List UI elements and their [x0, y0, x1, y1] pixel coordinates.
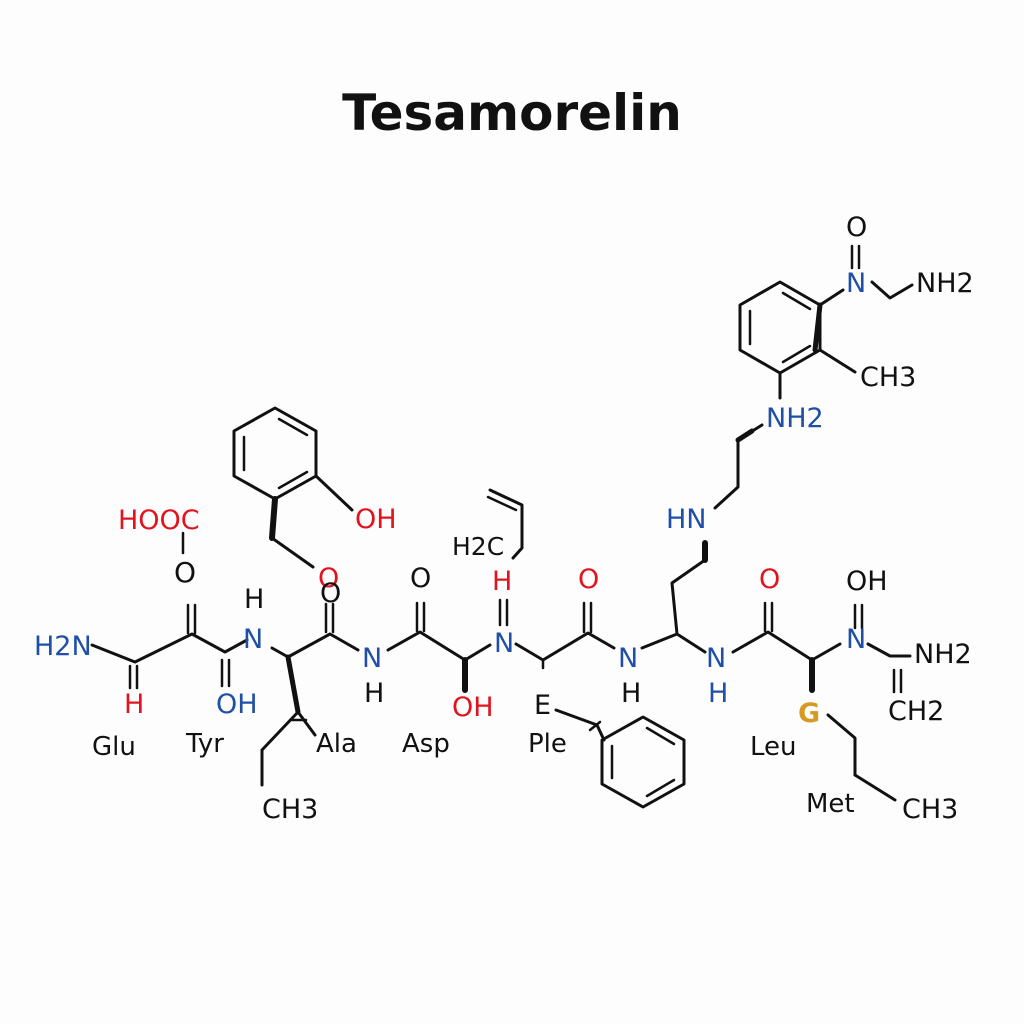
n-top-label: N [846, 268, 866, 299]
oh-phenol-label: OH [355, 504, 397, 535]
h-red-label: H [492, 566, 512, 597]
vinyl-group [486, 488, 524, 560]
o-glu-label: O [174, 556, 196, 589]
s-met-label: G [798, 698, 820, 729]
backbone-bond-met [866, 642, 912, 658]
nh2-top-label: NH2 [916, 268, 974, 299]
residue-label-tyr: Tyr [185, 729, 224, 759]
n-met-label: N [846, 624, 866, 655]
tyr-side-chain [232, 406, 354, 787]
met-side-chain [809, 657, 903, 802]
oh-asp-label: OH [452, 692, 494, 723]
residue-labels: Glu Tyr Ala Asp Ple Leu Met [92, 729, 855, 819]
nh-phe-label: N [618, 643, 638, 674]
ch2-met-label: CH2 [888, 696, 944, 727]
glu-side-bonds [128, 531, 231, 690]
h-ala-label: H [364, 678, 384, 709]
o-ala-label: O [320, 578, 341, 609]
amine-chain [670, 423, 764, 636]
residue-label-glu: Glu [92, 732, 136, 762]
aryl-ring [738, 280, 914, 400]
h-leu-label: H [708, 678, 728, 709]
hooc-label: HOOC [118, 505, 200, 536]
nh-ala-label: N [362, 643, 382, 674]
ile-side-chain [541, 658, 686, 809]
h2c-vinyl-label: H2C [452, 532, 504, 561]
ch3-met-label: CH3 [902, 794, 958, 825]
residue-label-ala: Ala [316, 729, 357, 759]
phenyl-ring [600, 715, 686, 809]
benzene-ring-top [738, 280, 822, 375]
oh-met-label: OH [846, 566, 888, 597]
hn-chain-label: HN [666, 504, 707, 535]
oh-tyr-label: OH [216, 689, 258, 720]
nh2-met-label: NH2 [914, 639, 972, 670]
ch3-aryl-label: CH3 [860, 362, 916, 393]
carbonyl-bonds [186, 244, 864, 635]
residue-label-ile: Ple [528, 729, 567, 759]
ch3-tyr-label: CH3 [262, 794, 318, 825]
backbone-bond-leu [731, 630, 842, 662]
residue-label-met: Met [806, 789, 855, 819]
nh-leu-label: N [706, 643, 726, 674]
nh2-aryl-label: NH2 [766, 403, 824, 434]
backbone-bond-ile [514, 631, 616, 662]
residue-label-leu: Leu [750, 732, 797, 762]
h-phe-label: H [621, 678, 641, 709]
residue-label-asp: Asp [402, 729, 450, 759]
diagram-title: Tesamorelin [342, 84, 682, 142]
h-glu-label: H [124, 689, 144, 720]
e-ile-label: E [534, 690, 551, 721]
backbone-bond-glu [90, 632, 249, 664]
o-top-label: O [846, 212, 867, 243]
backbone-bond-phe [640, 632, 707, 654]
n-tyr-label: N [243, 624, 263, 655]
n-ile-label: N [494, 628, 514, 659]
backbone-bond-asp [386, 630, 492, 662]
h-tyr-label: H [244, 584, 264, 615]
o-tyr-side-label: O [318, 563, 339, 594]
atom-labels: HOOC O H2N H H N OH OH O O N H O OH H2C … [34, 212, 974, 825]
o-ile-label: O [578, 564, 599, 595]
h2n-left-label: H2N [34, 631, 92, 662]
phenol-ring [232, 406, 318, 501]
backbone-bond-tyr [270, 632, 360, 659]
o-asp-label: O [410, 563, 431, 594]
o-leu-label: O [759, 564, 780, 595]
